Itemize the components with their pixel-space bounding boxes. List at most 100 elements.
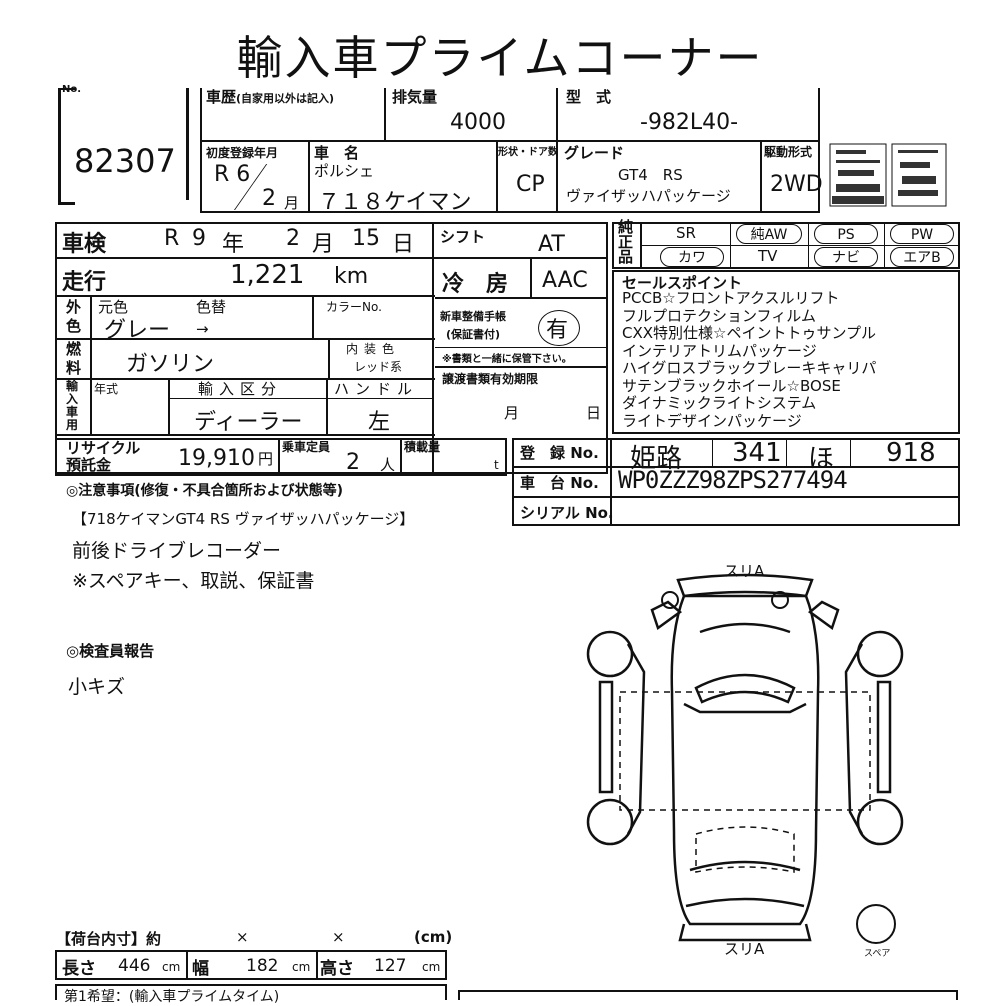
first-reg-label: 初度登録年月 bbox=[206, 146, 279, 160]
equipment-label: 純正品 bbox=[618, 218, 634, 266]
capacity-unit: 人 bbox=[380, 456, 396, 474]
page-title: 輸入車プライムコーナー bbox=[236, 31, 764, 85]
drive-value: 2WD bbox=[770, 172, 823, 197]
registration-class: 341 bbox=[732, 438, 782, 468]
displacement-label: 排気量 bbox=[392, 88, 438, 106]
shift-label: シフト bbox=[440, 228, 486, 246]
capacity-label: 乗車定員 bbox=[282, 440, 331, 454]
color-no-label: カラーNo. bbox=[326, 300, 382, 314]
car-maker: ポルシェ bbox=[314, 162, 375, 180]
notes-line-1: 【718ケイマンGT4 RS ヴァイザッハパッケージ】 bbox=[72, 510, 415, 528]
import-year-label: 年式 bbox=[94, 382, 119, 396]
interior-label: 内装色 bbox=[346, 342, 401, 356]
car-name-label: 車 名 bbox=[314, 144, 360, 162]
grade-label: グレード bbox=[564, 144, 625, 162]
shaken-label: 車検 bbox=[62, 232, 107, 257]
cargo-x2: × bbox=[332, 928, 345, 946]
warranty-value: 有 bbox=[546, 318, 569, 343]
sales-points-box bbox=[612, 270, 960, 434]
sales-points-list: PCCB☆フロントアクスルリフト フルプロテクションフィルム CXX特別仕様☆ペ… bbox=[622, 289, 877, 430]
grade-line2: ヴァイザッハパッケージ bbox=[566, 187, 731, 205]
cargo-unit: (cm) bbox=[414, 928, 453, 946]
shaken-month-unit: 月 bbox=[312, 232, 335, 257]
equip-pw: PW bbox=[890, 224, 954, 244]
first-reg-era: R 6 bbox=[214, 162, 251, 187]
first-reg-month: 2 bbox=[262, 186, 276, 211]
aircon-value: AAC bbox=[542, 268, 588, 293]
exterior-label: 外色 bbox=[66, 298, 82, 335]
registration-box bbox=[512, 438, 960, 526]
diagram-bottom-label: スリA bbox=[724, 940, 765, 958]
bottom-text: 第1希望：(輸入車プライムタイム) bbox=[64, 989, 280, 1005]
import-class-label: 輸入区分 bbox=[198, 380, 283, 398]
notes-label: ◎注意事項(修復・不具合箇所および状態等) bbox=[66, 483, 344, 499]
notes-line-3: ※スペアキー、取説、保証書 bbox=[72, 570, 315, 592]
no-label: No. bbox=[62, 84, 82, 95]
car-model: ７１８ケイマン bbox=[318, 190, 472, 215]
mileage-unit: km bbox=[334, 264, 369, 289]
fuel-value: ガソリン bbox=[126, 352, 215, 377]
car-diagram bbox=[580, 572, 910, 942]
shift-value: AT bbox=[538, 232, 565, 257]
body-doors-label: 形状・ドア数 bbox=[498, 147, 558, 158]
equip-aw: 純AW bbox=[736, 224, 802, 244]
recycle-label1: リサイクル bbox=[66, 439, 141, 457]
sales-points-label: セールスポイント bbox=[622, 274, 743, 292]
equip-navi: ナビ bbox=[814, 247, 878, 267]
chassis-label: 車 台 No. bbox=[520, 474, 599, 492]
shaken-year: 9 bbox=[192, 226, 206, 251]
warranty-label1: 新車整備手帳 bbox=[440, 310, 506, 323]
model-type-value: -982L40- bbox=[640, 110, 739, 135]
recycle-row bbox=[55, 438, 507, 476]
warranty-circle bbox=[538, 310, 580, 346]
lot-bracket bbox=[58, 88, 75, 205]
width-value: 182 bbox=[246, 956, 279, 976]
equip-ps: PS bbox=[814, 224, 878, 244]
sales-point-line: サテンブラックホイール☆BOSE bbox=[622, 376, 841, 395]
shaken-era: R bbox=[164, 226, 180, 251]
bottom-right-box bbox=[458, 990, 958, 1000]
body-doors-value: CP bbox=[516, 172, 545, 197]
grade-line1: GT4 RS bbox=[618, 166, 683, 184]
sales-point-line: ライトデザインパッケージ bbox=[622, 411, 802, 430]
header-grid bbox=[200, 88, 818, 213]
import-label: 輸入車用 bbox=[66, 379, 79, 432]
history-label: 車歴(自家用以外は記入) bbox=[206, 88, 335, 106]
inspector-label: ◎検査員報告 bbox=[66, 642, 155, 660]
exterior-orig-value: グレー bbox=[104, 318, 171, 343]
height-value: 127 bbox=[374, 956, 407, 976]
displacement-value: 4000 bbox=[450, 110, 506, 135]
shaken-day: 15 bbox=[352, 226, 380, 251]
mileage-value: 1,221 bbox=[230, 260, 305, 290]
import-class-value: ディーラー bbox=[194, 410, 303, 435]
length-label: 長さ bbox=[62, 959, 96, 979]
width-unit: cm bbox=[292, 960, 311, 974]
sales-point-line: ハイグロスブラックブレーキキャリパ bbox=[622, 359, 877, 377]
warranty-label2: (保証書付) bbox=[446, 328, 501, 341]
shaken-year-unit: 年 bbox=[222, 232, 245, 257]
height-unit: cm bbox=[422, 960, 441, 974]
registration-kana: ほ bbox=[808, 444, 835, 474]
equip-sr: SR bbox=[676, 224, 696, 242]
interior-value: レッド系 bbox=[354, 360, 403, 374]
notes-line-2: 前後ドライブレコーダー bbox=[72, 540, 282, 562]
registration-number: 918 bbox=[886, 438, 936, 468]
registration-label: 登 録 No. bbox=[520, 444, 599, 462]
bottom-box bbox=[55, 984, 447, 1000]
handle-label: ハンドル bbox=[334, 380, 419, 398]
recycle-unit: 円 bbox=[258, 450, 274, 468]
exterior-change-label: 色替 bbox=[196, 298, 227, 316]
registration-area: 姫路 bbox=[630, 444, 683, 474]
drive-label: 駆動形式 bbox=[764, 145, 813, 159]
exterior-orig-label: 元色 bbox=[98, 298, 129, 316]
cargo-x1: × bbox=[236, 928, 249, 946]
aircon-label: 冷 房 bbox=[442, 272, 509, 297]
load-label: 積載量 bbox=[404, 440, 441, 454]
model-type-label: 型 式 bbox=[566, 88, 612, 106]
first-reg-month-unit: 月 bbox=[284, 194, 300, 212]
chassis-value: WP0ZZZ98ZPS277494 bbox=[618, 466, 848, 494]
capacity-value: 2 bbox=[346, 450, 360, 475]
sales-point-line: フルプロテクションフィルム bbox=[622, 306, 816, 325]
transfer-label: 譲渡書類有効期限 bbox=[442, 372, 539, 386]
fuel-label: 燃料 bbox=[66, 340, 82, 377]
